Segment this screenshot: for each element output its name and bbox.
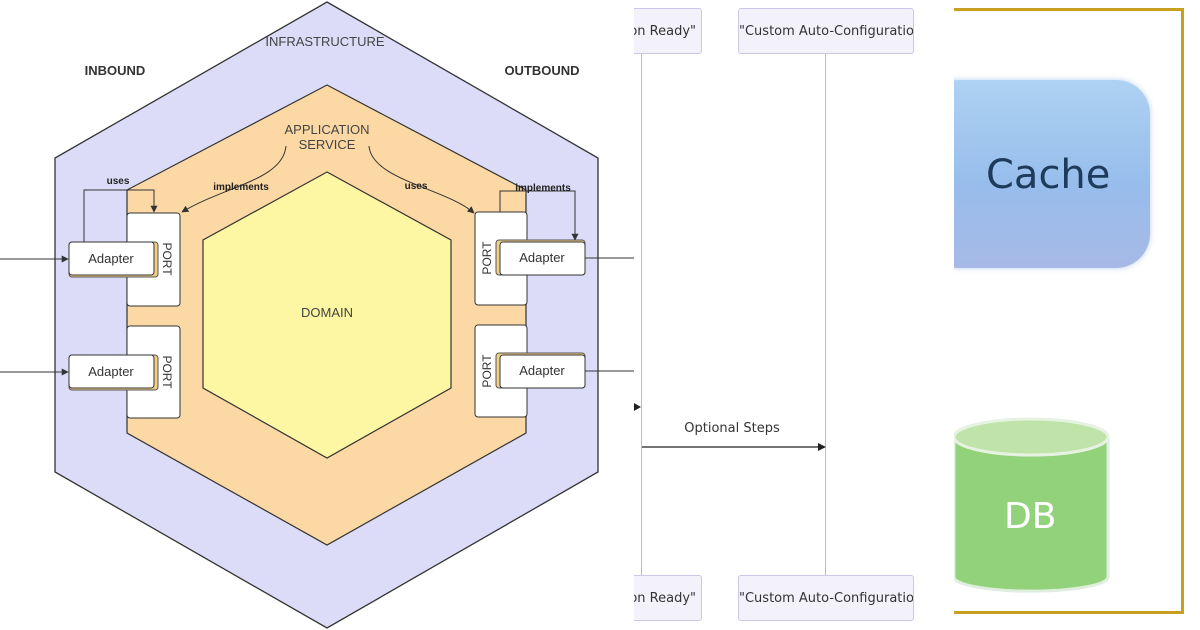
optional-steps-label: Optional Steps [684, 421, 780, 436]
inbound-uses-arrow [83, 189, 158, 242]
domain-hexagon [202, 171, 452, 459]
storage-group-border [954, 8, 1184, 614]
participant-right-bottom: "Custom Auto-Configuration" [738, 575, 914, 621]
application-service-label-line2: SERVICE [299, 137, 356, 152]
outbound-port-top-label: PORT [480, 241, 494, 275]
participant-left-top: tion Ready" [634, 8, 702, 54]
optional-steps-arrowhead [818, 443, 826, 451]
lifeline-left [641, 54, 642, 576]
db-label: DB [1004, 496, 1057, 537]
outbound-implements-arrow [499, 190, 579, 241]
inbound-label: INBOUND [85, 63, 146, 78]
infrastructure-label: INFRASTRUCTURE [265, 34, 384, 49]
sequence-diagram: tion Ready" "Custom Auto-Configuration" … [634, 0, 954, 630]
storage-panel: Cache DB [954, 0, 1200, 630]
participant-left-bottom: tion Ready" [634, 575, 702, 621]
inbound-implements-arrow [181, 145, 287, 213]
inbound-adapter-bottom-label: Adapter [88, 364, 134, 379]
participant-left-top-label: tion Ready" [634, 24, 696, 39]
inbound-adapter-bottom [68, 354, 155, 389]
inbound-implements-label: implements [213, 182, 269, 193]
inbound-port-top-label: PORT [160, 242, 174, 276]
outbound-implements-label: implements [515, 183, 571, 194]
outbound-label: OUTBOUND [504, 63, 579, 78]
participant-right-top: "Custom Auto-Configuration" [738, 8, 914, 54]
lifeline-right [825, 54, 826, 576]
incoming-message-arrowhead [634, 403, 641, 411]
outbound-port-bottom-label: PORT [480, 354, 494, 388]
db-cylinder-icon [954, 417, 1110, 593]
cache-box [954, 80, 1150, 268]
inbound-uses-label: uses [107, 176, 130, 187]
outbound-adapter-top-label: Adapter [519, 250, 565, 265]
inbound-port-bottom-label: PORT [160, 355, 174, 389]
hexagonal-architecture-diagram: INFRASTRUCTURE INBOUND OUTBOUND APPLICAT… [0, 1, 634, 629]
outbound-uses-arrow [368, 145, 475, 214]
outbound-adapter-bottom-label: Adapter [519, 363, 565, 378]
inbound-adapter-top [68, 241, 155, 276]
participant-left-bottom-label: tion Ready" [634, 591, 696, 606]
application-service-label-line1: APPLICATION [284, 122, 369, 137]
participant-right-bottom-label: "Custom Auto-Configuration" [739, 591, 914, 606]
inbound-adapter-top-label: Adapter [88, 251, 134, 266]
participant-right-top-label: "Custom Auto-Configuration" [739, 24, 914, 39]
outbound-uses-label: uses [405, 181, 428, 192]
cache-label: Cache [986, 152, 1111, 198]
domain-label: DOMAIN [301, 305, 353, 320]
